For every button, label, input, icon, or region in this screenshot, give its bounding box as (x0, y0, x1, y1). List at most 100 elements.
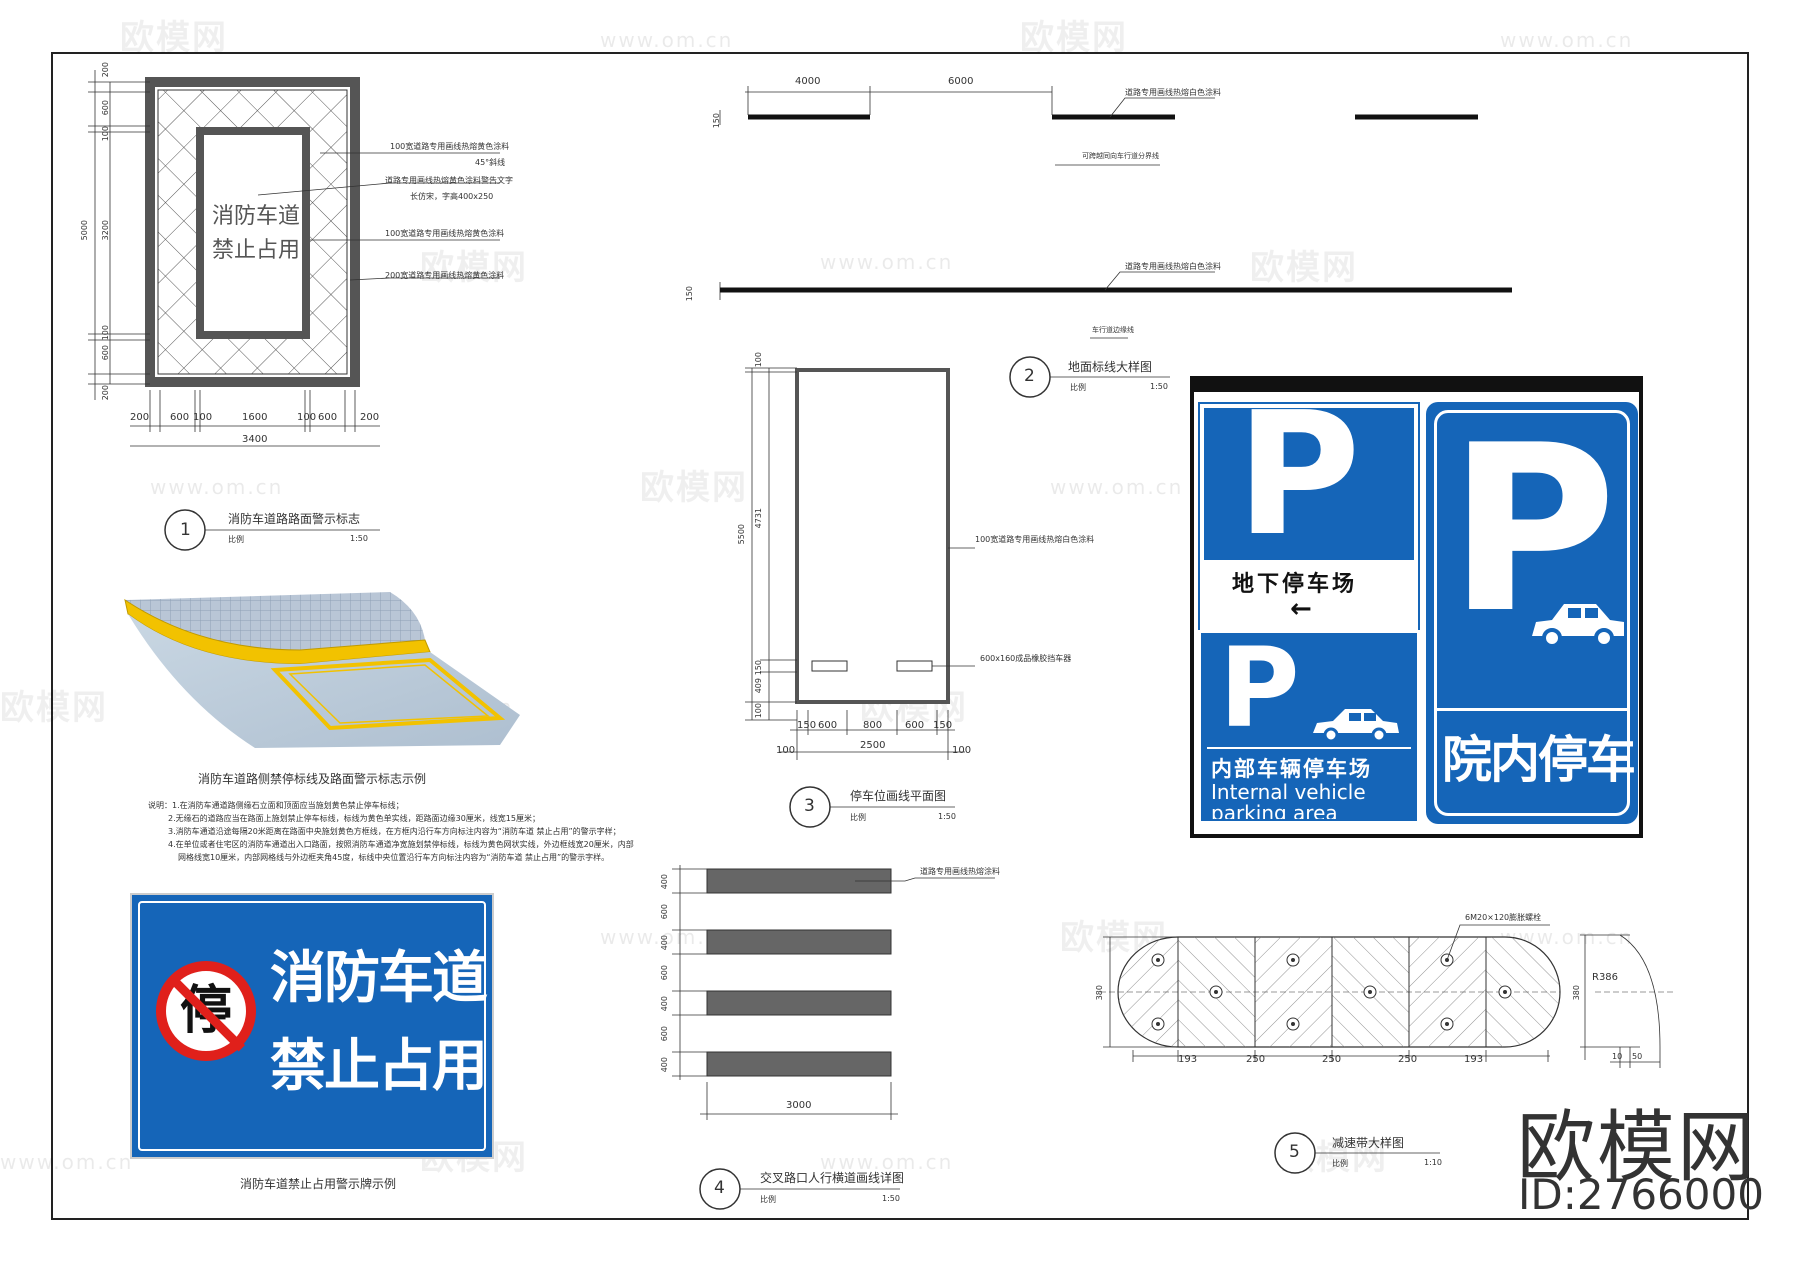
dim-label: 100 (193, 412, 213, 423)
dim-label: 250 (1398, 1054, 1418, 1065)
dim-label: 600 (170, 412, 190, 423)
dim-label: 10 (1612, 1052, 1623, 1061)
detail-3-title: 停车位画线平面图 (850, 789, 947, 803)
dim-label: 6000 (948, 76, 974, 87)
dim-label: 100 (297, 412, 317, 423)
detail-2-note: 道路专用画线热熔白色涂料 (1125, 88, 1221, 97)
dim-label: 100 (776, 745, 796, 756)
detail-1-note: 100宽道路专用画线热熔黄色涂料 (385, 229, 505, 238)
detail-4-scale-label: 比例 (760, 1195, 776, 1204)
watermark-brand: 欧模网 (640, 468, 748, 508)
detail-1-number: 1 (180, 520, 191, 540)
dim-label: 250 (1246, 1054, 1266, 1065)
detail-5-number: 5 (1289, 1142, 1300, 1162)
explanation-line: 说明：1.在消防车通道路侧缘石立面和顶面应当施划黄色禁止停车标线； (148, 801, 404, 810)
detail-2-scale: 1:50 (1150, 382, 1168, 391)
detail-1-note: 45°斜线 (475, 158, 506, 167)
detail-2-number: 2 (1024, 366, 1035, 386)
brand-mark-id: ID:2766000 (1518, 1170, 1764, 1219)
sign-inner-border (1434, 410, 1630, 816)
detail-2-title: 地面标线大样图 (1068, 360, 1153, 374)
watermark-url: www.om.cn (1500, 28, 1634, 52)
detail-3-scale-label: 比例 (850, 813, 866, 822)
sign-divider (1207, 747, 1411, 749)
detail-4-number: 4 (714, 1178, 725, 1198)
dim-label: 380 (1572, 985, 1581, 1001)
dim-label: 380 (1095, 985, 1104, 1001)
watermark-url: www.om.cn (1050, 475, 1184, 499)
detail-5-title: 减速带大样图 (1332, 1136, 1405, 1150)
fire-lane-sign: 停 消防车道 禁止占用 (130, 893, 494, 1159)
watermark-url: www.om.cn (0, 1150, 134, 1174)
dim-label: 600 (905, 720, 925, 731)
explanation-line: 网格线宽10厘米，内部网格线与外边框夹角45度，标线中央位置沿行车方向标注内容为… (178, 853, 610, 862)
sign-border (138, 901, 486, 1151)
dim-label: 50 (1632, 1052, 1643, 1061)
watermark-brand: 欧模网 (1020, 18, 1128, 58)
dim-label: 4000 (795, 76, 821, 87)
internal-parking-en-1: Internal vehicle (1211, 780, 1366, 804)
dim-label: 1600 (242, 412, 268, 423)
dim-label: 200 (360, 412, 380, 423)
detail-1-scale-label: 比例 (228, 535, 244, 544)
watermark-url: www.om.cn (150, 475, 284, 499)
detail-2-note: 车行道边缘线 (1092, 326, 1134, 334)
underground-parking-sign: P 地下停车场 ← (1198, 390, 1420, 658)
detail-5-scale-label: 比例 (1332, 1159, 1348, 1168)
watermark-brand: 欧模网 (420, 248, 528, 288)
internal-parking-sign: P 内部车辆停车场 Internal vehicle parking area (1198, 630, 1420, 824)
watermark-brand: 欧模网 (120, 18, 228, 58)
detail-1-note: 道路专用画线热熔黄色涂料警告文字 (385, 176, 513, 185)
detail-2-scale-label: 比例 (1070, 383, 1086, 392)
car-icon (1309, 705, 1401, 743)
p-letter: P (1236, 376, 1361, 574)
detail-4-note: 道路专用画线热熔涂料 (920, 867, 1000, 876)
explanation-line: 2.无缘石的道路应当在路面上施划禁止停车标线，标线为黄色单实线，距路面边缘30厘… (168, 814, 540, 823)
dim-label: 600 (818, 720, 838, 731)
dim-label: 100 (952, 745, 972, 756)
internal-parking-en-2: parking area (1211, 801, 1338, 819)
detail-5-bolt-note: 6M20×120膨胀螺栓 (1465, 913, 1542, 922)
explanation-line: 3.消防车通道沿途每隔20米距离在路面中央施划黄色方框线，在方框内沿行车方向标注… (168, 827, 621, 836)
arrow-left-icon: ← (1290, 594, 1312, 624)
detail-4-title: 交叉路口人行横道画线详图 (760, 1171, 905, 1185)
detail-1-scale: 1:50 (350, 534, 368, 543)
detail-3-note: 100宽道路专用画线热熔白色涂料 (975, 535, 1095, 544)
detail-1-note: 200宽道路专用画线热熔黄色涂料 (385, 271, 505, 280)
watermark-brand: 欧模网 (1250, 248, 1358, 288)
fire-sign-line2: 禁止占用 (270, 1034, 488, 1099)
internal-parking-cn: 内部车辆停车场 (1211, 757, 1372, 781)
dim-label: 3000 (786, 1100, 812, 1111)
dim-label: 600 (318, 412, 338, 423)
watermark-url: www.om.cn (820, 1150, 954, 1174)
brand-mark-title: 欧模网 (1517, 1103, 1758, 1193)
underground-label: 地下停车场 (1232, 572, 1358, 597)
dim-label: 250 (1322, 1054, 1342, 1065)
detail-5-radius: R386 (1592, 972, 1619, 983)
detail-3-note: 600x160成品橡胶挡车器 (980, 654, 1072, 663)
dim-total: 3400 (242, 434, 268, 445)
detail-5-scale: 1:10 (1424, 1158, 1442, 1167)
detail-3-scale: 1:50 (938, 812, 956, 821)
detail-1-note: 100宽道路专用画线热熔黄色涂料 (390, 142, 510, 151)
explanation-line: 4.在单位或者住宅区的消防车通道出入口路面，按照消防车通道净宽施划禁停标线，标线… (168, 840, 634, 849)
dim-label: 193 (1464, 1054, 1484, 1065)
watermark-url: www.om.cn (820, 250, 954, 274)
no-parking-icon: 停 (156, 961, 256, 1061)
watermark-brand: 欧模网 (0, 688, 108, 728)
yard-parking-sign: P 院内停车 (1426, 402, 1638, 824)
drawing-frame (51, 52, 1749, 1220)
detail-4-scale: 1:50 (882, 1194, 900, 1203)
fire-sign-line1: 消防车道 (270, 946, 488, 1011)
dim-label: 193 (1178, 1054, 1198, 1065)
sign-divider (1434, 708, 1630, 711)
parking-sign-panel: P 地下停车场 ← P 内部车辆停车场 Internal vehicle par… (1190, 376, 1643, 838)
car-icon (1530, 598, 1626, 650)
dim-label: 200 (130, 412, 150, 423)
detail-2-note: 可跨越同向车行道分界线 (1082, 152, 1159, 160)
detail-3-number: 3 (804, 796, 815, 816)
